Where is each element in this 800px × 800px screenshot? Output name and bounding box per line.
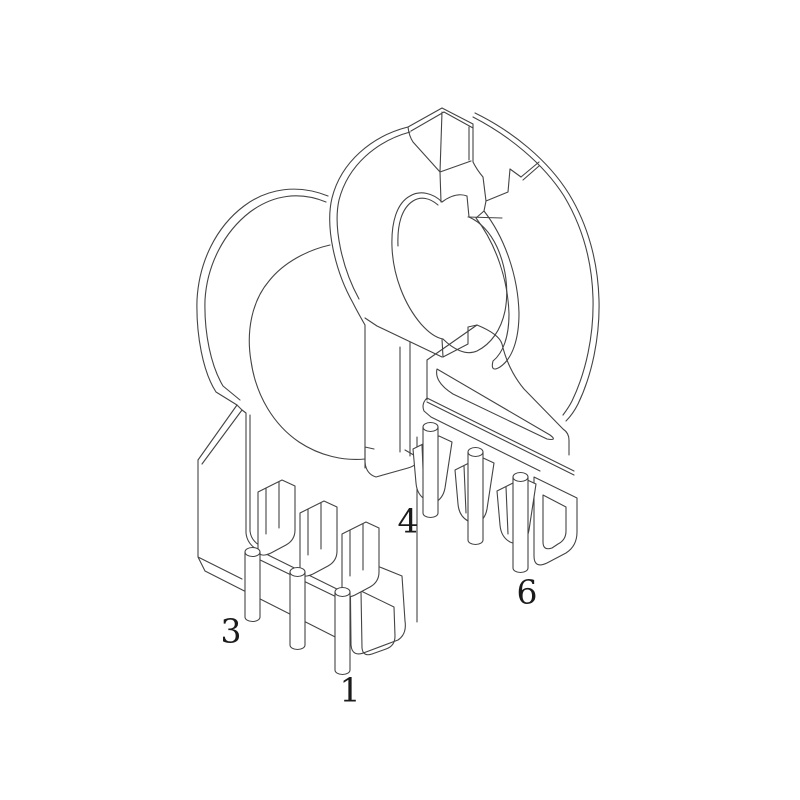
column-foot — [364, 446, 421, 478]
back-flange-outer-edge — [196, 188, 329, 406]
pin-6-body — [512, 471, 529, 574]
back-flange-outer-edge-inner — [204, 195, 327, 401]
gusset-outline — [426, 324, 570, 456]
top-block-edges — [407, 107, 487, 203]
arrow-notch — [466, 161, 540, 219]
winding-barrel-arc — [248, 244, 426, 463]
pin-top-rims — [244, 426, 529, 598]
pin-label-1: 1 — [339, 670, 361, 710]
pins — [244, 421, 529, 676]
back-flange-corner-chamfer — [197, 404, 243, 465]
left-rail-end-bracket-channel — [360, 590, 396, 656]
pin-label-3: 3 — [220, 611, 242, 651]
left-pin-rail — [251, 479, 406, 656]
gusset-brace — [426, 324, 570, 456]
middle-flange-outer-edge — [329, 126, 409, 326]
pin-label-4: 4 — [397, 501, 419, 541]
left-rail-slot-creases — [265, 481, 364, 577]
left-wall — [197, 409, 352, 646]
front-flange-rim-band — [475, 200, 520, 370]
right-rail-end-bracket-channel — [542, 494, 567, 550]
middle-flange-outer-edge-inner — [336, 131, 411, 300]
arrow-notch-edges — [466, 161, 540, 219]
core-hole-outline — [391, 192, 508, 358]
front-flange-outer-edge-inner — [472, 116, 594, 416]
pin-3-body — [244, 546, 261, 623]
core-column — [364, 317, 443, 623]
pin-4-body — [422, 421, 439, 519]
right-rail-edges — [422, 397, 575, 476]
pin-2-body — [289, 566, 306, 651]
pin-5-body — [467, 446, 484, 546]
gusset-cutout — [436, 368, 554, 441]
top-block — [407, 107, 487, 203]
front-flange-outer-edge — [474, 112, 600, 422]
core-hole — [391, 192, 508, 358]
middle-flange — [329, 126, 443, 623]
pin-label-6: 6 — [516, 572, 538, 612]
pin-1-body — [334, 586, 351, 676]
front-flange — [472, 112, 600, 422]
right-rail-end-bracket — [533, 476, 578, 566]
